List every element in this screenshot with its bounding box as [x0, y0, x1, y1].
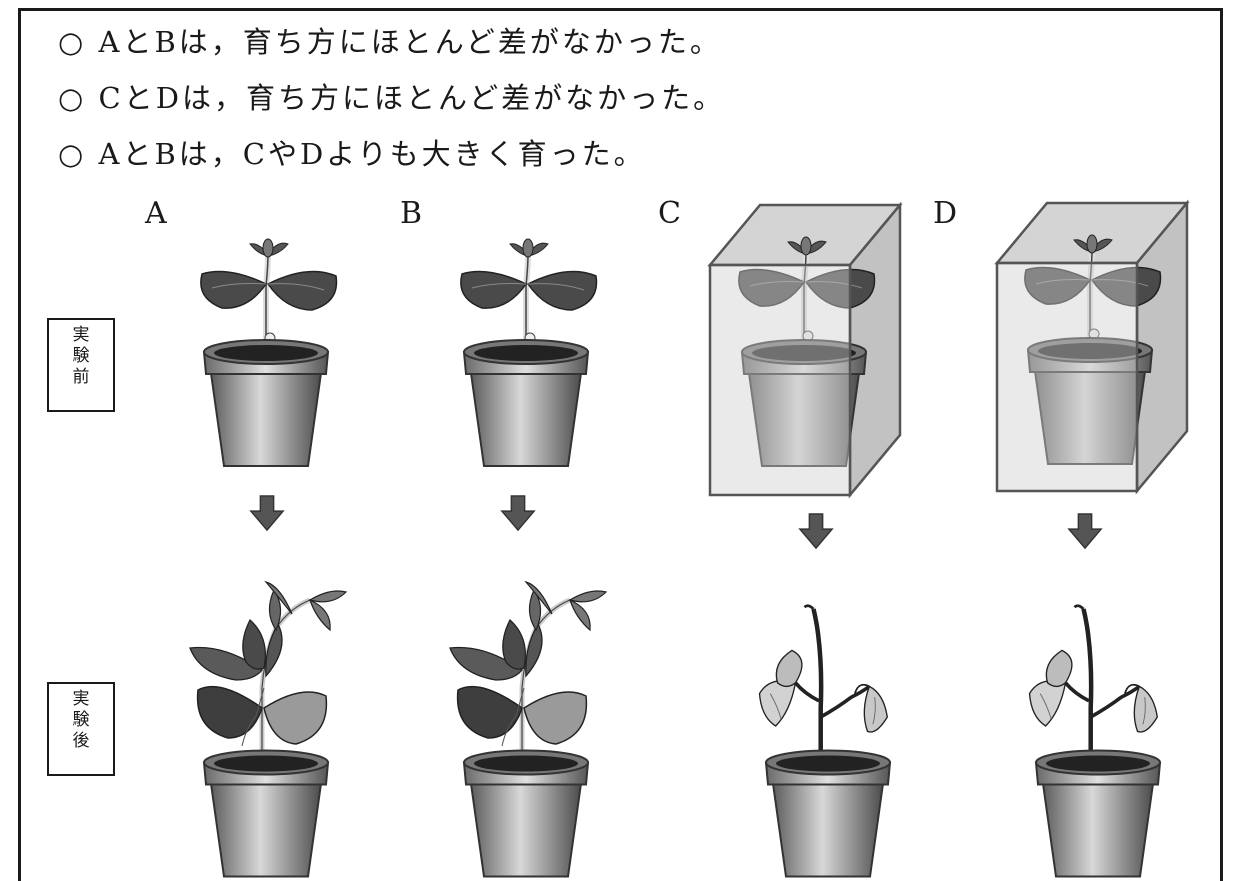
plant-label-d: D [933, 196, 958, 231]
plant-b-after [450, 582, 606, 878]
plant-b-before [461, 239, 597, 468]
plant-d-after [1030, 606, 1162, 878]
plant-a-before [201, 239, 337, 468]
row-label-before-char: 験 [72, 346, 90, 366]
statement-2: ○ CとDは，育ち方にほとんど差がなかった。 [58, 81, 726, 115]
down-arrow-icon [799, 513, 833, 549]
plant-d-before [994, 199, 1190, 495]
figure-frame [18, 8, 1223, 881]
plant-label-b: B [400, 196, 423, 231]
plant-label-c: C [658, 196, 681, 231]
down-arrow-icon [1068, 513, 1102, 549]
down-arrow-icon [250, 495, 284, 531]
row-label-before-char: 実 [72, 325, 90, 345]
cover-box-icon [708, 263, 852, 497]
row-label-after-char: 験 [72, 710, 90, 730]
plant-label-a: A [145, 196, 167, 231]
plant-c-before [707, 201, 903, 499]
row-label-before-char: 前 [72, 367, 90, 387]
row-label-after: 実 験 後 [47, 682, 115, 776]
row-label-after-char: 実 [72, 689, 90, 709]
statement-3: ○ AとBは，CやDよりも大きく育った。 [58, 137, 646, 171]
down-arrow-icon [501, 495, 535, 531]
statement-1: ○ AとBは，育ち方にほとんど差がなかった。 [58, 25, 722, 59]
cover-box-icon [995, 261, 1139, 493]
plant-a-after [190, 582, 346, 878]
row-label-after-char: 後 [72, 731, 90, 751]
plant-c-after [760, 606, 892, 878]
row-label-before: 実 験 前 [47, 318, 115, 412]
